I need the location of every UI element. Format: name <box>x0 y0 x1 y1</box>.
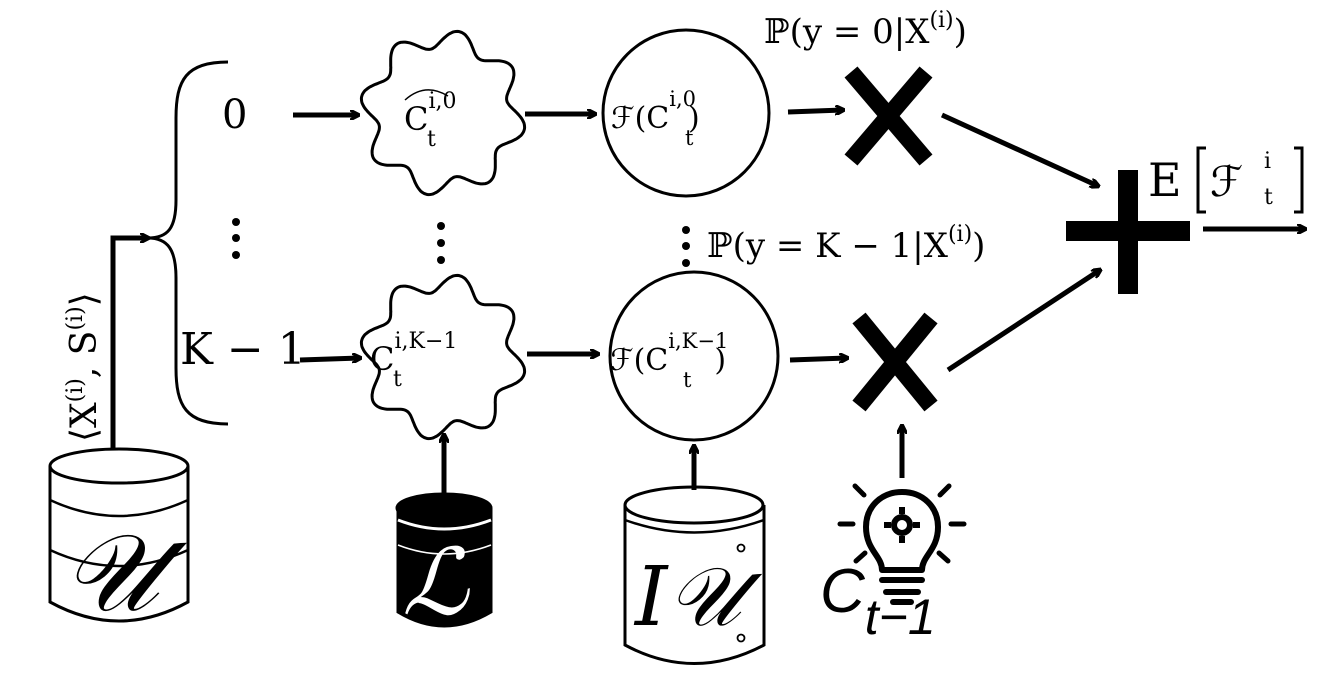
plus-icon <box>1066 170 1190 294</box>
cluster-gear-top: Ci,0 t <box>359 29 527 197</box>
ellipsis-branches <box>232 218 240 259</box>
gear-icon <box>359 29 527 197</box>
expected-output-label: E ℱ i t <box>1148 146 1304 214</box>
function-sub-top: t <box>685 126 694 150</box>
ellipsis-functions <box>682 226 690 267</box>
function-label-top: ℱ(Ci,0) <box>611 87 700 136</box>
branch-label-top: 0 <box>222 92 247 138</box>
multiply-icon <box>844 66 933 166</box>
function-sub-bottom: t <box>683 368 692 392</box>
branch-label-bottom: K − 1 <box>180 324 306 375</box>
function-node-bottom: ℱ(Ci,K−1) t <box>608 270 780 442</box>
function-label-bottom: ℱ(Ci,K−1) <box>610 329 728 378</box>
svg-text:i: i <box>1264 149 1271 174</box>
function-node-top: ℱ(Ci,0) t <box>601 28 771 198</box>
multiply-icon <box>852 312 938 412</box>
database-icon: 𝒰 <box>48 447 190 636</box>
probability-label-top: ℙ(y = 0|X(i)) <box>764 8 967 52</box>
input-arrow <box>110 238 148 460</box>
database-icon: I𝒰 <box>623 485 766 665</box>
svg-text:ℱ: ℱ <box>1210 157 1243 206</box>
bulb-icon <box>837 483 967 605</box>
database-icon: ℒ <box>395 492 493 636</box>
input-tuple-label: ⟨X(i), S(i)⟩ <box>63 292 105 442</box>
cluster-sub-bottom: t <box>393 367 402 392</box>
gear-icon <box>359 273 527 441</box>
hat-mark <box>404 89 449 101</box>
bulb-gear <box>884 507 920 543</box>
arrow-func-mult-top <box>787 110 843 112</box>
svg-text:E: E <box>1148 153 1182 207</box>
database-label-labeled: ℒ <box>402 529 470 636</box>
svg-text:t: t <box>1264 185 1273 210</box>
arrow-mult-plus-top <box>940 112 1098 186</box>
cluster-label-bottom: Ci,K−1 <box>370 329 457 378</box>
arrow-branch-bottom <box>299 358 360 360</box>
ellipsis-clusters <box>437 222 445 264</box>
branch-brace <box>147 60 229 426</box>
context-label: Ct−1 <box>820 557 936 645</box>
arrow-func-mult-bottom <box>789 358 847 360</box>
cluster-sub-top: t <box>427 127 436 152</box>
cluster-gear-bottom: Ci,K−1 t <box>359 273 527 441</box>
probability-label-bottom: ℙ(y = K − 1|X(i)) <box>707 222 985 266</box>
arrow-mult-plus-bottom <box>946 270 1100 373</box>
